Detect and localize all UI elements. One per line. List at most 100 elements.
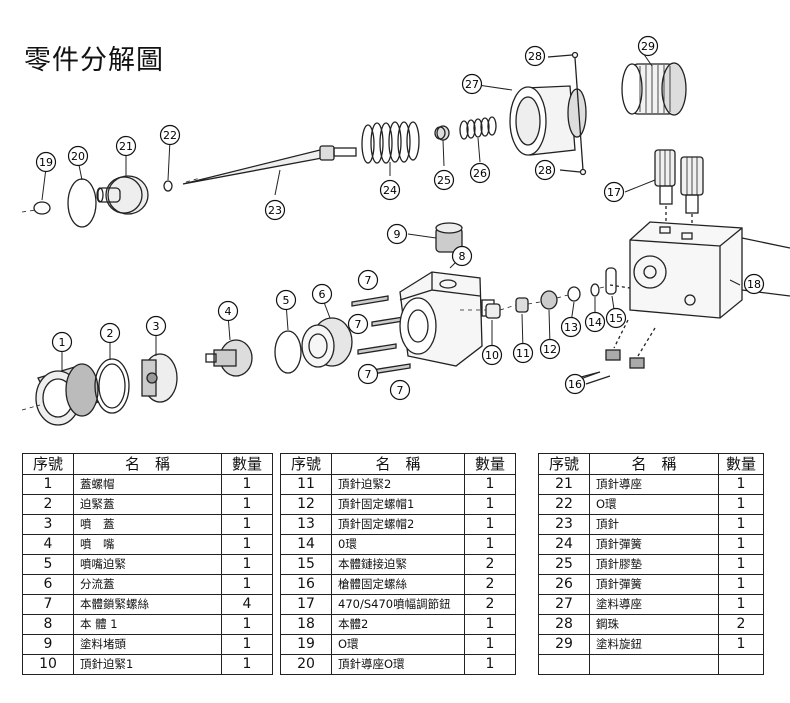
part-quantity: 1 <box>221 554 273 575</box>
part-quantity: 1 <box>464 534 516 555</box>
part-number: 18 <box>280 614 332 635</box>
part-number: 17 <box>280 594 332 615</box>
svg-text:14: 14 <box>588 316 602 329</box>
part-7-body-screws <box>351 295 411 375</box>
part-name: 頂針彈簧 <box>589 534 719 555</box>
svg-text:15: 15 <box>609 312 623 325</box>
part-name: 470/S470噴幅調節鈕 <box>331 594 465 615</box>
header-no: 序號 <box>538 453 590 475</box>
part-quantity: 1 <box>221 494 273 515</box>
part-number: 10 <box>22 654 74 675</box>
part-quantity: 1 <box>464 494 516 515</box>
svg-text:22: 22 <box>163 129 177 142</box>
part-quantity: 1 <box>718 494 764 515</box>
part-number: 26 <box>538 574 590 595</box>
part-number: 11 <box>280 474 332 495</box>
part-6-diffuser <box>301 317 353 368</box>
svg-text:21: 21 <box>119 140 133 153</box>
header-qty: 數量 <box>464 453 516 475</box>
svg-text:19: 19 <box>39 156 53 169</box>
callout-17: 17 <box>603 181 625 203</box>
callout-7: 7 <box>347 313 369 335</box>
svg-text:23: 23 <box>268 204 282 217</box>
part-number: 22 <box>538 494 590 515</box>
part-number: 2 <box>22 494 74 515</box>
part-28-steel-ball <box>547 51 587 176</box>
svg-text:12: 12 <box>543 343 557 356</box>
part-name: 本體鏈接迫緊 <box>331 554 465 575</box>
part-name: 蓋螺帽 <box>73 474 222 495</box>
svg-text:2: 2 <box>107 327 114 340</box>
callout-1: 1 <box>51 331 73 353</box>
part-4-nozzle <box>205 339 253 377</box>
part-name: 頂針固定螺帽1 <box>331 494 465 515</box>
svg-text:10: 10 <box>485 349 499 362</box>
callout-15: 15 <box>605 307 627 329</box>
svg-text:7: 7 <box>397 384 404 397</box>
header-qty: 數量 <box>718 453 764 475</box>
part-number: 19 <box>280 634 332 655</box>
part-number: 15 <box>280 554 332 575</box>
header-name: 名 稱 <box>73 453 222 475</box>
part-quantity: 1 <box>221 634 273 655</box>
part-2-packing-cover <box>94 358 130 414</box>
part-number: 29 <box>538 634 590 655</box>
part-29-paint-knob <box>621 62 687 116</box>
part-22-o-ring <box>163 180 173 192</box>
part-number: 21 <box>538 474 590 495</box>
part-name: 頂針固定螺帽2 <box>331 514 465 535</box>
part-quantity: 1 <box>464 654 516 675</box>
part-number: 7 <box>22 594 74 615</box>
part-quantity: 1 <box>718 634 764 655</box>
part-13-needle-nut-2 <box>567 286 581 302</box>
part-17-adjust-knobs <box>654 149 704 228</box>
svg-text:26: 26 <box>473 167 487 180</box>
part-quantity: 1 <box>464 614 516 635</box>
part-name: O環 <box>331 634 465 655</box>
svg-text:9: 9 <box>394 228 401 241</box>
header-no: 序號 <box>22 453 74 475</box>
svg-text:8: 8 <box>459 250 466 263</box>
callout-8: 8 <box>451 245 473 267</box>
part-8-body-1 <box>399 271 495 367</box>
part-quantity: 1 <box>221 474 273 495</box>
callout-3: 3 <box>145 315 167 337</box>
callout-7: 7 <box>357 269 379 291</box>
part-name: 0環 <box>331 534 465 555</box>
part-name: 頂針彈簧 <box>589 574 719 595</box>
callout-19: 19 <box>35 151 57 173</box>
svg-text:16: 16 <box>568 378 582 391</box>
callout-7: 7 <box>357 363 379 385</box>
part-name <box>589 654 719 675</box>
part-quantity: 2 <box>464 554 516 575</box>
svg-text:5: 5 <box>283 294 290 307</box>
part-11-needle-packing-2 <box>515 297 529 313</box>
part-number: 28 <box>538 614 590 635</box>
part-quantity: 1 <box>718 574 764 595</box>
part-25-needle-pad <box>434 125 450 141</box>
part-18-body-2 <box>609 221 790 319</box>
svg-text:3: 3 <box>153 320 160 333</box>
part-quantity: 1 <box>718 554 764 575</box>
callout-9: 9 <box>386 223 408 245</box>
part-10-needle-packing-1 <box>485 303 501 319</box>
part-quantity: 2 <box>464 594 516 615</box>
part-20-o-ring <box>67 178 97 228</box>
part-12-needle-nut-1 <box>540 290 558 310</box>
part-number: 1 <box>22 474 74 495</box>
part-name: 噴嘴迫緊 <box>73 554 222 575</box>
part-name: 頂針 <box>589 514 719 535</box>
header-name: 名 稱 <box>589 453 719 475</box>
